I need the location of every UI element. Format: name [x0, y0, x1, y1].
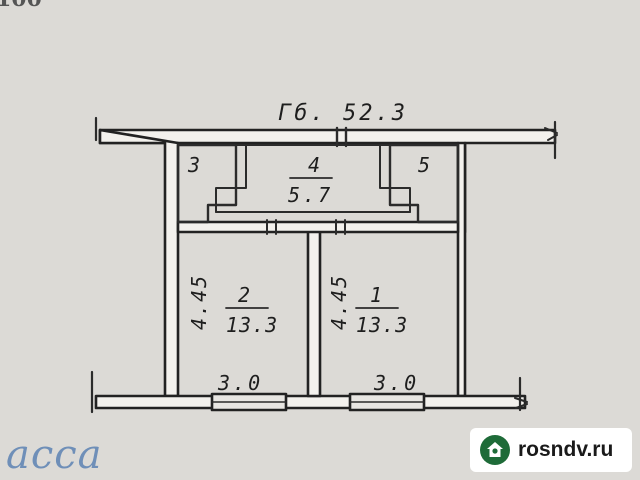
bottom-wall — [94, 394, 527, 410]
room-1-area: 13.3 — [356, 313, 408, 337]
room-2-height: 4.45 — [187, 274, 211, 330]
scan-number: 100 — [0, 0, 42, 12]
room-4-area: 5.7 — [288, 183, 333, 207]
room-5-number: 5 — [418, 153, 430, 177]
room-1-number: 1 — [370, 283, 382, 307]
room-2-number: 2 — [238, 283, 250, 307]
house-pin-icon — [480, 435, 510, 465]
closet-3 — [176, 143, 238, 224]
brand-name: rosndv.ru — [518, 438, 614, 461]
brand-badge[interactable]: rosndv.ru — [470, 428, 632, 472]
room-4-number: 4 — [308, 153, 320, 177]
room-3-number: 3 — [187, 153, 200, 177]
room-2-area: 13.3 — [226, 313, 278, 337]
middle-wall — [306, 226, 322, 398]
room-1-height: 4.45 — [327, 274, 351, 330]
room-2-width: 3.0 — [217, 371, 263, 395]
corridor-wall — [176, 220, 460, 234]
left-wall — [98, 128, 180, 398]
header-label: Гб. 52.3 — [278, 101, 408, 126]
pencil-note: асса — [6, 432, 103, 478]
room-1-width: 3.0 — [373, 371, 419, 395]
